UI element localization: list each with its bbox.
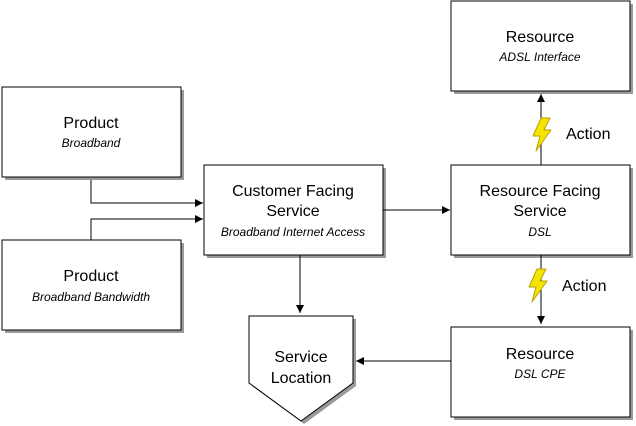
resource-facing-service-box: Resource Facing Service DSL — [450, 164, 631, 256]
service-location-title-line1: Service — [274, 349, 327, 366]
product-broadband-box: Product Broadband — [1, 86, 182, 178]
product-bandwidth-box: Product Broadband Bandwidth — [1, 239, 182, 331]
product-bandwidth-title: Product — [63, 268, 119, 285]
lightning-icon — [528, 268, 548, 303]
rfs-title-line2: Service — [513, 203, 566, 220]
resource-adsl-subtitle: ADSL Interface — [498, 50, 580, 64]
cfs-subtitle: Broadband Internet Access — [221, 225, 365, 239]
lightning-icon — [532, 117, 552, 152]
rfs-subtitle: DSL — [528, 225, 551, 239]
cfs-title-line1: Customer Facing — [232, 183, 354, 200]
customer-facing-service-box: Customer Facing Service Broadband Intern… — [203, 164, 384, 256]
resource-adsl-box: Resource ADSL Interface — [450, 0, 631, 92]
cfs-title-line2: Service — [266, 203, 319, 220]
resource-cpe-title: Resource — [506, 346, 575, 363]
product-broadband-title: Product — [63, 115, 119, 132]
product-bandwidth-subtitle: Broadband Bandwidth — [32, 290, 150, 304]
service-location-shape: Service Location — [248, 315, 354, 422]
resource-adsl-title: Resource — [506, 29, 575, 46]
connector-product-bandwidth-to-cfs — [90, 215, 203, 240]
product-broadband-subtitle: Broadband — [62, 136, 121, 150]
action-label-bottom: Action — [562, 278, 606, 295]
service-location-title-line2: Location — [271, 370, 332, 387]
connector-product-broadband-to-cfs — [90, 180, 203, 207]
connectors — [90, 94, 545, 365]
action-label-top: Action — [566, 126, 610, 143]
resource-cpe-subtitle: DSL CPE — [514, 367, 566, 381]
resource-cpe-box: Resource DSL CPE — [450, 326, 631, 418]
rfs-title-line1: Resource Facing — [480, 183, 601, 200]
